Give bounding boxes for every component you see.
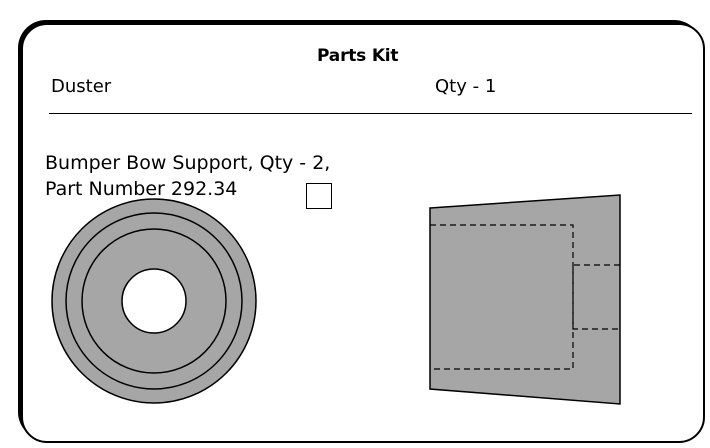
- part-checkbox[interactable]: [306, 183, 332, 209]
- hidden-line-step: [572, 264, 620, 330]
- hidden-line-bore: [430, 224, 574, 370]
- part-name: Bumper Bow Support, Qty - 2,: [45, 152, 331, 174]
- side-view-drawing: [429, 194, 621, 405]
- part-number: Part Number 292.34: [45, 178, 238, 200]
- page-title: Parts Kit: [317, 46, 399, 66]
- kit-quantity: Qty - 1: [435, 76, 497, 97]
- front-view-drawing: [51, 198, 257, 404]
- side-view-body: [429, 194, 621, 405]
- model-name: Duster: [51, 76, 112, 97]
- header-divider: [49, 113, 692, 114]
- center-hole: [121, 268, 187, 334]
